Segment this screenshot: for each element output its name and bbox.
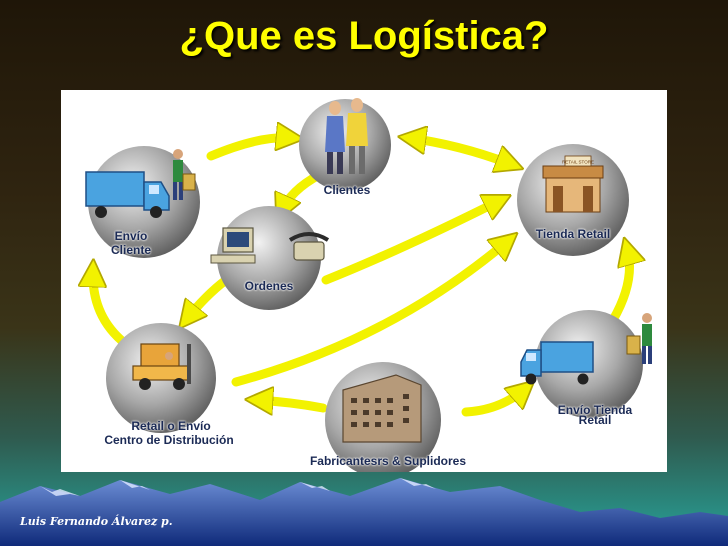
delivery-truck-icon	[85, 149, 196, 218]
arrow-retail-to-tienda	[231, 240, 509, 387]
mountain-banner	[0, 478, 728, 546]
label-ordenes: Ordenes	[244, 279, 294, 293]
arrow-envio-tienda-to-tienda	[608, 248, 630, 325]
label-clientes: Clientes	[323, 183, 371, 197]
arrow-ordenes-to-tienda	[321, 200, 501, 285]
store-delivery-truck-icon	[520, 313, 652, 385]
store-sign-text: RETAIL STORE	[562, 160, 594, 165]
arrow-fabricantes-to-retail	[256, 400, 328, 408]
people-icon	[325, 98, 368, 174]
label-envio-tienda-line1: Envío Tienda	[557, 403, 633, 417]
logistics-diagram: RETAIL STORE	[61, 90, 667, 472]
arrow-ordenes-to-retail	[186, 275, 231, 320]
label-tienda-retail: Tienda Retail	[535, 227, 611, 241]
label-envio-tienda-line2: Retail	[578, 413, 612, 427]
arrow-clientes-tienda	[409, 138, 513, 165]
label-fabricantes: Fabricantesrs & Suplidores	[309, 454, 467, 468]
computer-phone-icon	[210, 227, 330, 264]
diagram-canvas: RETAIL STORE	[61, 98, 652, 472]
forklift-icon	[132, 343, 191, 390]
label-envio-cliente-line1: Envío	[114, 229, 148, 243]
arrow-clientes-to-ordenes	[281, 170, 324, 212]
factory-building-icon	[342, 374, 422, 443]
author-credit: Luis Fernando Álvarez p.	[20, 515, 173, 528]
label-retail-envio-line1: Retail o Envío	[131, 419, 211, 433]
label-envio-cliente-line2: Cliente	[110, 243, 151, 257]
store-icon: RETAIL STORE	[542, 155, 604, 213]
label-retail-envio-line2: Centro de Distribución	[104, 433, 234, 447]
slide-title: ¿Que es Logística?	[179, 14, 549, 58]
arrow-fabricantes-to-envio-tienda	[461, 388, 526, 417]
node-clientes	[299, 99, 391, 191]
arrow-envio-to-clientes	[206, 138, 293, 161]
